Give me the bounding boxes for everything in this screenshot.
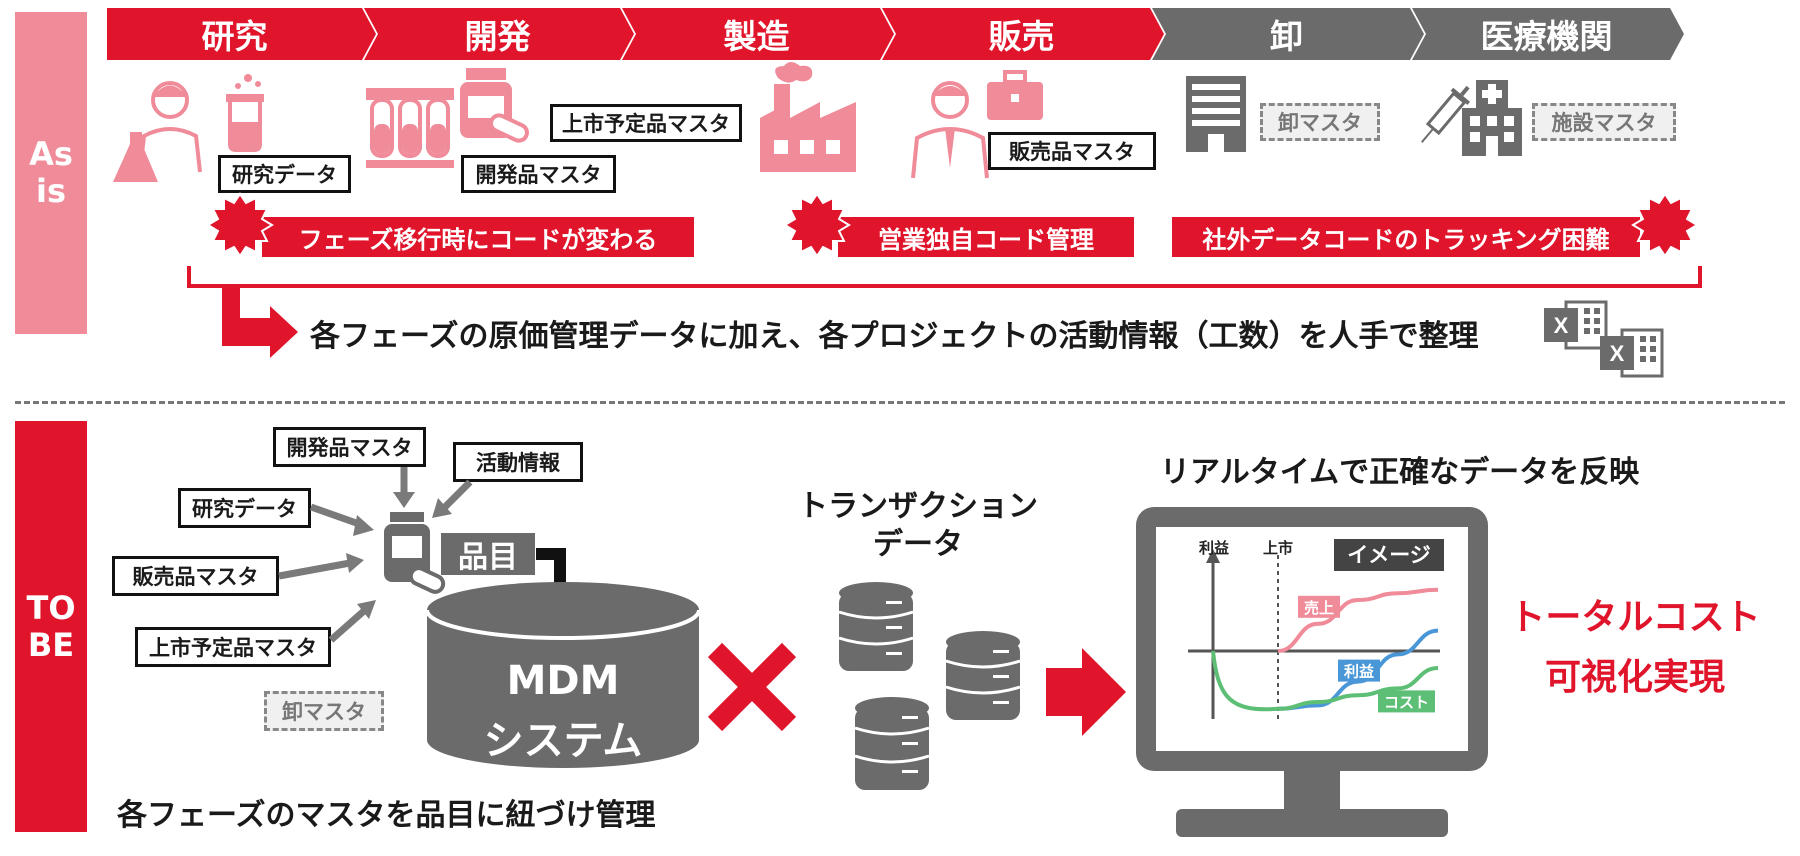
- series-label-2: コスト: [1384, 693, 1429, 711]
- tobe-research-data-box: 研究データ: [178, 488, 311, 528]
- phase-label-wholesale: 卸: [1270, 17, 1303, 56]
- phase-research-arrow: [107, 8, 376, 60]
- phase-label-sales: 販売: [988, 17, 1055, 56]
- series-line-cost-prelaunch: [1211, 650, 1279, 712]
- tobe-prelaunch-master-box: 上市予定品マスタ: [135, 627, 331, 667]
- phase-label-manufacturing: 製造: [723, 17, 790, 56]
- mdm-label-1: MDM: [506, 658, 620, 704]
- database-icon-3: [855, 697, 929, 790]
- phase-medical-arrow: [1412, 8, 1684, 60]
- burst-overlay: [206, 192, 1699, 258]
- hospital-icon: [1462, 80, 1522, 156]
- as-is-summary: 各フェーズの原価管理データに加え、各プロジェクトの活動情報（工数）を人手で整理: [310, 319, 1479, 354]
- y-axis-arrowhead: [1206, 549, 1220, 563]
- tobe-sales-master-box: 販売品マスタ: [112, 556, 279, 596]
- issue-external-tracking: 社外データコードのトラッキング困難: [1172, 217, 1640, 257]
- medicine-bottle-icon: [460, 68, 529, 143]
- excel-letter-1: X: [1554, 313, 1569, 338]
- researcher-icon: [113, 81, 202, 182]
- transaction-line-1: トランザクション: [798, 489, 1038, 524]
- multiply-icon: [707, 642, 797, 732]
- as-is-research-data-box: 研究データ: [218, 155, 351, 193]
- test-tubes-icon: [366, 88, 454, 168]
- section-divider: [15, 401, 1785, 404]
- series-label-bg-1: [1338, 659, 1380, 682]
- building-icon: [1186, 76, 1246, 152]
- tobe-dev-master-box: 開発品マスタ: [273, 427, 426, 467]
- tobe-wholesale-master-box: 卸マスタ: [264, 691, 384, 731]
- salesperson-icon: [911, 81, 989, 179]
- result-line-1: トータルコスト: [1509, 597, 1761, 638]
- phase-label-development: 開発: [464, 17, 531, 56]
- issue-code-change: フェーズ移行時にコードが変わる: [262, 217, 694, 257]
- as-is-sales-master-box: 販売品マスタ: [988, 132, 1156, 170]
- issue-sales-code: 営業独自コード管理: [838, 217, 1134, 257]
- item-tag: 品目: [441, 533, 535, 575]
- phase-sales-arrow: [882, 8, 1164, 60]
- realtime-title: リアルタイムで正確なデータを反映: [1160, 455, 1640, 490]
- to-monitor-arrow: [1046, 648, 1126, 736]
- launch-label: 上市: [1263, 539, 1293, 557]
- mdm-label-2: システム: [483, 718, 643, 764]
- phase-label-medical: 医療機関: [1480, 17, 1613, 56]
- series-label-bg-2: [1378, 690, 1435, 713]
- factory-icon: [760, 62, 856, 172]
- series-label-1: 利益: [1344, 663, 1374, 681]
- series-line-0: [1277, 587, 1439, 653]
- transaction-title: トランザクション データ: [793, 488, 1043, 563]
- to-be-caption: 各フェーズのマスタを品目に紐づけ管理: [117, 798, 656, 833]
- as-is-facility-master-box: 施設マスタ: [1532, 103, 1676, 141]
- to-be-label: TO BE: [15, 421, 87, 832]
- y-axis-label: 利益: [1199, 539, 1229, 557]
- excel-letter-2: X: [1610, 341, 1625, 366]
- as-is-dev-master-box: 開発品マスタ: [461, 155, 616, 193]
- database-icon-2: [946, 631, 1020, 720]
- series-label-0: 売上: [1304, 599, 1334, 617]
- image-badge-bg: [1334, 539, 1444, 571]
- image-badge: イメージ: [1347, 543, 1431, 567]
- summary-bracket: [187, 266, 1702, 358]
- transaction-line-2: データ: [873, 526, 963, 562]
- as-is-label: As is: [15, 12, 87, 334]
- phase-chevrons: [107, 8, 1684, 60]
- syringe-icon: [1421, 85, 1471, 143]
- as-is-wholesale-master-box: 卸マスタ: [1260, 103, 1380, 141]
- mdm-cylinder: [425, 582, 701, 768]
- tobe-activity-box: 活動情報: [453, 442, 583, 482]
- series-line-2: [1277, 666, 1439, 711]
- beaker-icon: [226, 74, 264, 152]
- briefcase-icon: [987, 70, 1043, 120]
- database-icon-1: [839, 582, 913, 671]
- phase-manufacturing-arrow: [622, 8, 894, 60]
- phase-wholesale-arrow: [1152, 8, 1424, 60]
- phase-development-arrow: [364, 8, 634, 60]
- phase-label-research: 研究: [201, 17, 268, 56]
- excel-icon: X X: [1544, 300, 1664, 378]
- series-label-bg-0: [1298, 595, 1340, 618]
- result-line-2: 可視化実現: [1544, 657, 1725, 698]
- tobe-bottle-icon: [384, 512, 446, 594]
- as-is-prelaunch-master-box: 上市予定品マスタ: [550, 104, 742, 142]
